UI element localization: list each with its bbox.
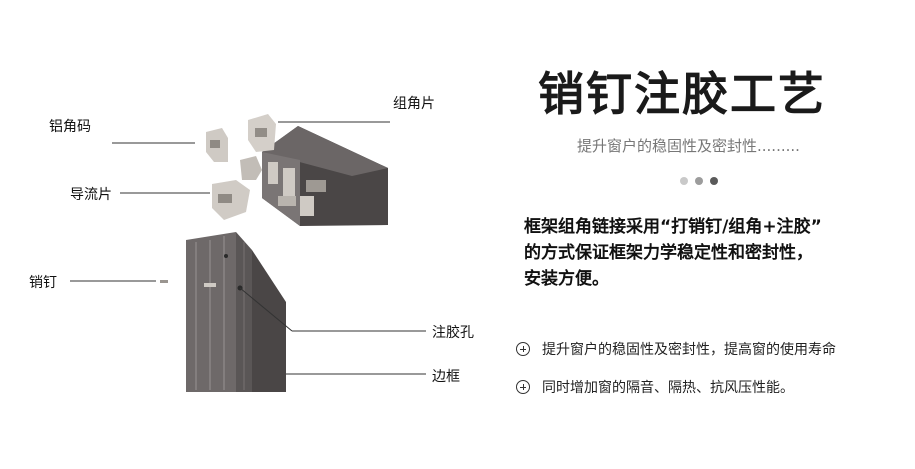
small-bracket (240, 156, 262, 180)
plus-circle-icon (516, 342, 530, 356)
page-subtitle: 提升窗户的稳固性及密封性......... (577, 137, 800, 155)
corner-joint-diagram: 铝角码 组角片 导流片 销钉 注胶孔 边框 (29, 96, 474, 392)
feature-item-1: 提升窗户的稳固性及密封性，提高窗的使用寿命 (516, 339, 836, 359)
label-frame-edge: 边框 (432, 369, 460, 385)
exploded-profile-illustration (70, 114, 426, 392)
feature-text-1: 提升窗户的稳固性及密封性，提高窗的使用寿命 (542, 342, 836, 358)
label-corner-piece: 组角片 (393, 96, 435, 112)
top-profile (262, 126, 388, 226)
guide-piece (212, 180, 250, 220)
description-line-2: 的方式保证框架力学稳定性和密封性， (524, 243, 813, 263)
description: 框架组角链接采用“打销钉/组角+注胶” 的方式保证框架力学稳定性和密封性， 安装… (524, 214, 909, 292)
dot-3 (710, 177, 718, 185)
pin (160, 280, 168, 283)
dot-1 (680, 177, 688, 185)
label-guide-piece: 导流片 (70, 187, 112, 203)
label-aluminum-corner: 铝角码 (49, 119, 91, 135)
plus-circle-icon (516, 380, 530, 394)
page-title: 销钉注胶工艺 (538, 67, 826, 121)
dot-2 (695, 177, 703, 185)
carousel-dots (680, 177, 718, 185)
label-pin: 销钉 (29, 275, 57, 291)
corner-bracket-top (248, 114, 276, 152)
label-glue-hole: 注胶孔 (432, 325, 474, 341)
feature-item-2: 同时增加窗的隔音、隔热、抗风压性能。 (516, 377, 794, 397)
description-line-3: 安装方便。 (524, 269, 609, 289)
vertical-frame (186, 232, 286, 392)
corner-bracket-left (206, 128, 228, 162)
description-line-1: 框架组角链接采用“打销钉/组角+注胶” (524, 217, 822, 237)
feature-text-2: 同时增加窗的隔音、隔热、抗风压性能。 (542, 380, 794, 396)
